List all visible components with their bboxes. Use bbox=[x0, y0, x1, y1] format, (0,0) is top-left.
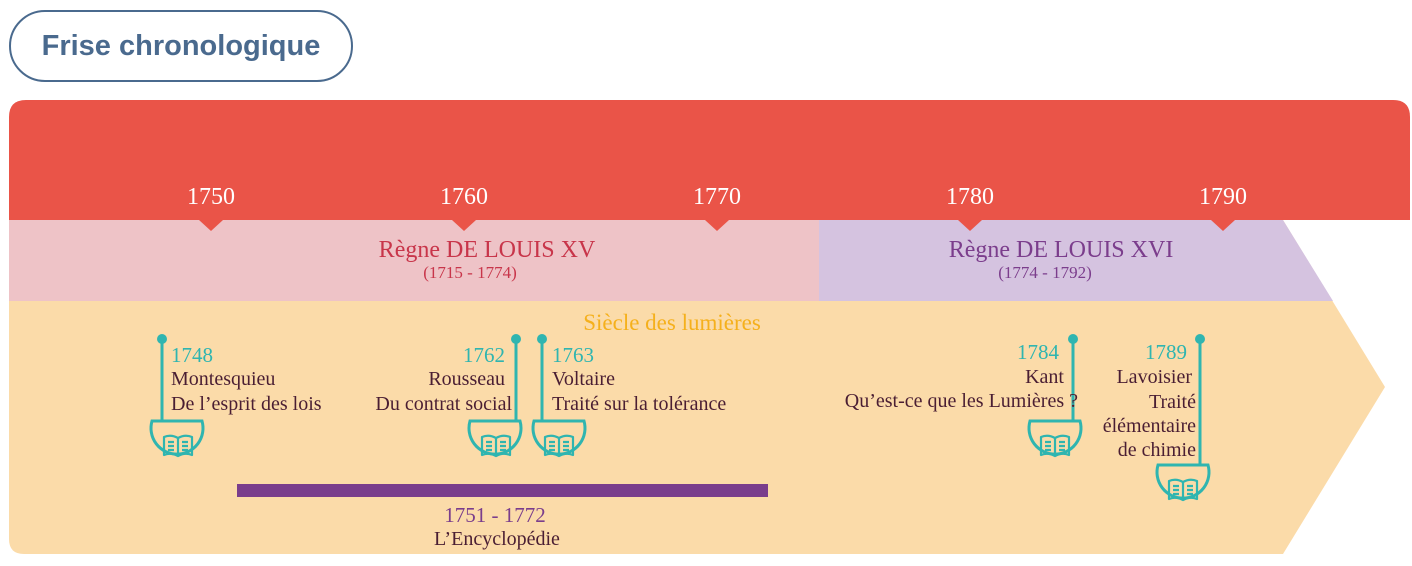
event-dot-1762 bbox=[511, 334, 521, 344]
event-author: Voltaire bbox=[552, 368, 615, 390]
event-author: Kant bbox=[1025, 366, 1064, 388]
event-year: 1789 bbox=[1145, 340, 1187, 364]
year-label: 1750 bbox=[187, 184, 235, 210]
encyclopedie-years: 1751 - 1772 bbox=[444, 503, 546, 527]
event-dot-1763 bbox=[537, 334, 547, 344]
event-work-line: Traité bbox=[1148, 391, 1196, 413]
year-tick-1780 bbox=[958, 220, 982, 231]
reign-louis-xvi-name: Règne DE LOUIS XVI bbox=[948, 237, 1174, 263]
event-work: Traité sur la tolérance bbox=[552, 393, 727, 415]
year-label: 1770 bbox=[693, 184, 741, 210]
year-label: 1790 bbox=[1199, 184, 1247, 210]
event-work: Qu’est-ce que les Lumières ? bbox=[844, 390, 1078, 412]
event-year: 1748 bbox=[171, 343, 213, 367]
era-band bbox=[9, 220, 1385, 554]
louis-xvi-band bbox=[819, 220, 1333, 301]
event-year: 1763 bbox=[552, 343, 594, 367]
louis-xv-band bbox=[9, 220, 819, 301]
event-year: 1784 bbox=[1017, 340, 1059, 364]
page-title: Frise chronologique bbox=[9, 10, 353, 82]
era-label: Siècle des lumières bbox=[583, 310, 761, 335]
event-dot-1748 bbox=[157, 334, 167, 344]
event-dot-1789 bbox=[1195, 334, 1205, 344]
header-band bbox=[9, 100, 1410, 220]
year-label: 1780 bbox=[946, 184, 994, 210]
book-icon bbox=[543, 434, 575, 458]
book-icon bbox=[1039, 434, 1071, 458]
event-dot-1784 bbox=[1068, 334, 1078, 344]
event-author: Lavoisier bbox=[1116, 366, 1192, 388]
book-icon bbox=[162, 434, 194, 458]
year-tick-1770 bbox=[705, 220, 729, 231]
year-label: 1760 bbox=[440, 184, 488, 210]
encyclopedie-title: L’Encyclopédie bbox=[434, 528, 560, 550]
year-tick-1790 bbox=[1211, 220, 1235, 231]
reign-louis-xv-name: Règne DE LOUIS XV bbox=[378, 237, 596, 263]
encyclopedie-bar bbox=[237, 484, 768, 497]
event-work-line: de chimie bbox=[1117, 439, 1196, 461]
year-tick-1760 bbox=[452, 220, 476, 231]
event-author: Rousseau bbox=[428, 368, 505, 390]
event-work: De l’esprit des lois bbox=[171, 393, 322, 415]
book-icon bbox=[1167, 478, 1199, 502]
book-icon bbox=[480, 434, 512, 458]
event-author: Montesquieu bbox=[171, 368, 276, 390]
reign-louis-xvi-dates: (1774 - 1792) bbox=[998, 263, 1092, 282]
event-year: 1762 bbox=[463, 343, 505, 367]
event-work: Du contrat social bbox=[375, 393, 512, 415]
event-work-line: élémentaire bbox=[1102, 415, 1196, 437]
year-tick-1750 bbox=[199, 220, 223, 231]
reign-louis-xv-dates: (1715 - 1774) bbox=[423, 263, 517, 282]
